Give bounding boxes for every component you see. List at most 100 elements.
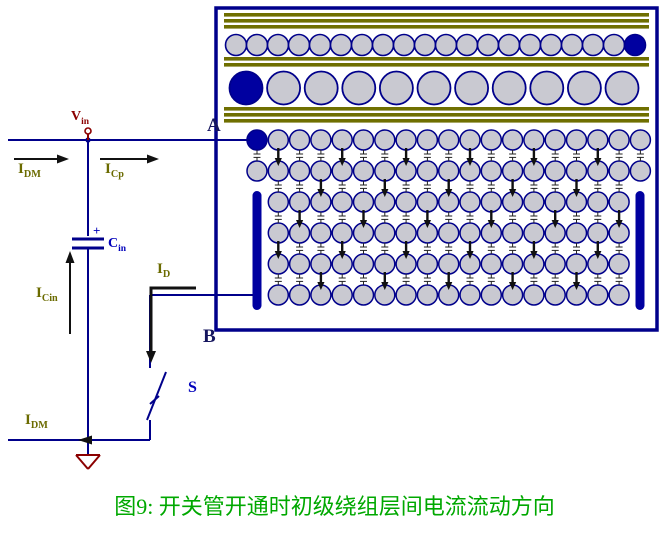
interlayer-current-arrowhead [530,158,538,166]
interlayer-current-arrowhead [296,220,304,228]
winding-turn [245,33,269,57]
winding-turn [518,33,542,57]
winding-turn [608,253,630,275]
winding-turn [352,191,375,213]
label-switch-s: S [188,379,197,396]
switch-icon [146,371,167,421]
winding-turn [331,222,353,244]
winding-turn [416,160,439,182]
label-plus: + [93,223,101,238]
winding-turn [395,129,417,151]
interlayer-current-arrowhead [381,189,389,197]
winding-turn [331,191,353,213]
winding-turn [287,33,311,57]
winding-turn [454,70,490,106]
interlayer-current-arrowhead [423,220,431,228]
winding-turn [523,222,545,244]
winding-turn [288,191,311,213]
winding-turn [608,191,630,213]
winding-turn [352,160,375,182]
label-idm-bottom: IDM [25,412,48,431]
winding-turn [288,284,311,306]
winding-turn [565,253,588,275]
current-arrow-id [146,286,196,363]
interlayer-current-arrowhead [338,251,346,259]
current-arrow-icin [65,251,75,334]
interlayer-current-arrowhead [572,189,581,197]
interlayer-current-arrowhead [317,282,325,290]
insulation-stripe [224,107,649,111]
winding-turn [350,33,374,57]
interlayer-current-arrowhead [509,282,517,290]
winding-turn [501,222,524,244]
label-id: ID [157,261,171,280]
interlayer-current-arrowhead [594,251,602,259]
label-idm-top: IDM [18,161,41,180]
winding-turn [413,33,437,57]
winding-turn [416,191,439,213]
winding-turn [523,284,545,306]
winding-turn [392,33,416,57]
winding-turn [587,129,609,151]
winding-turn [565,222,588,244]
winding-turn [459,129,481,151]
winding-turn [501,253,524,275]
winding-turn [602,33,626,57]
winding-turn [303,70,339,106]
insulation-stripe [224,25,649,29]
winding-turn [476,33,500,57]
layer-connection-bar [252,191,262,310]
winding-turn [416,253,439,275]
winding-turn [341,70,377,106]
winding-turn [267,284,290,306]
interlayer-current-arrowhead [572,282,581,290]
winding-turn [267,222,290,244]
interlayer-current-arrowhead [551,220,559,228]
winding-turn [608,160,630,182]
winding-turn [523,191,545,213]
winding-box [214,6,659,332]
winding-turn [587,222,609,244]
winding-turn [371,33,395,57]
interlayer-current-arrowhead [317,189,325,197]
figure-caption: 图9: 开关管开通时初级绕组层间电流流动方向 [114,494,555,519]
winding-turn [544,284,566,306]
winding-turn [565,160,588,182]
insulation-stripe [224,19,649,23]
winding-turn [491,70,527,106]
winding-turn [604,70,640,106]
label-cin: Cin [108,236,127,254]
interlayer-current-arrowhead [466,158,474,166]
winding-turn [437,222,460,244]
capacitor-cin-icon [72,237,104,250]
interlayer-current-arrowhead [445,189,453,197]
winding-turn [459,284,481,306]
winding-turn [416,284,439,306]
winding-turn [480,253,503,275]
winding-turn [437,129,460,151]
winding-turn [352,284,375,306]
winding-turn [288,160,311,182]
winding-turn [266,33,290,57]
winding-turn [246,160,268,182]
winding-turn [629,129,652,151]
insulation-stripe [224,63,649,67]
winding-turn [267,129,290,151]
winding-turn [587,284,609,306]
label-vin: Vin [71,109,90,127]
winding-turn [374,222,396,244]
winding-turn [437,160,460,182]
winding-turn [608,129,630,151]
winding-turn [529,70,565,106]
layer-connection-bar [635,191,645,310]
winding-turn [374,253,396,275]
winding-turn [308,33,332,57]
winding-turn [581,33,605,57]
winding-turn [267,191,290,213]
bobbin-outline [214,6,659,332]
winding-turn [565,129,588,151]
winding-turn [331,129,353,151]
interlayer-current-arrowhead [274,251,282,259]
